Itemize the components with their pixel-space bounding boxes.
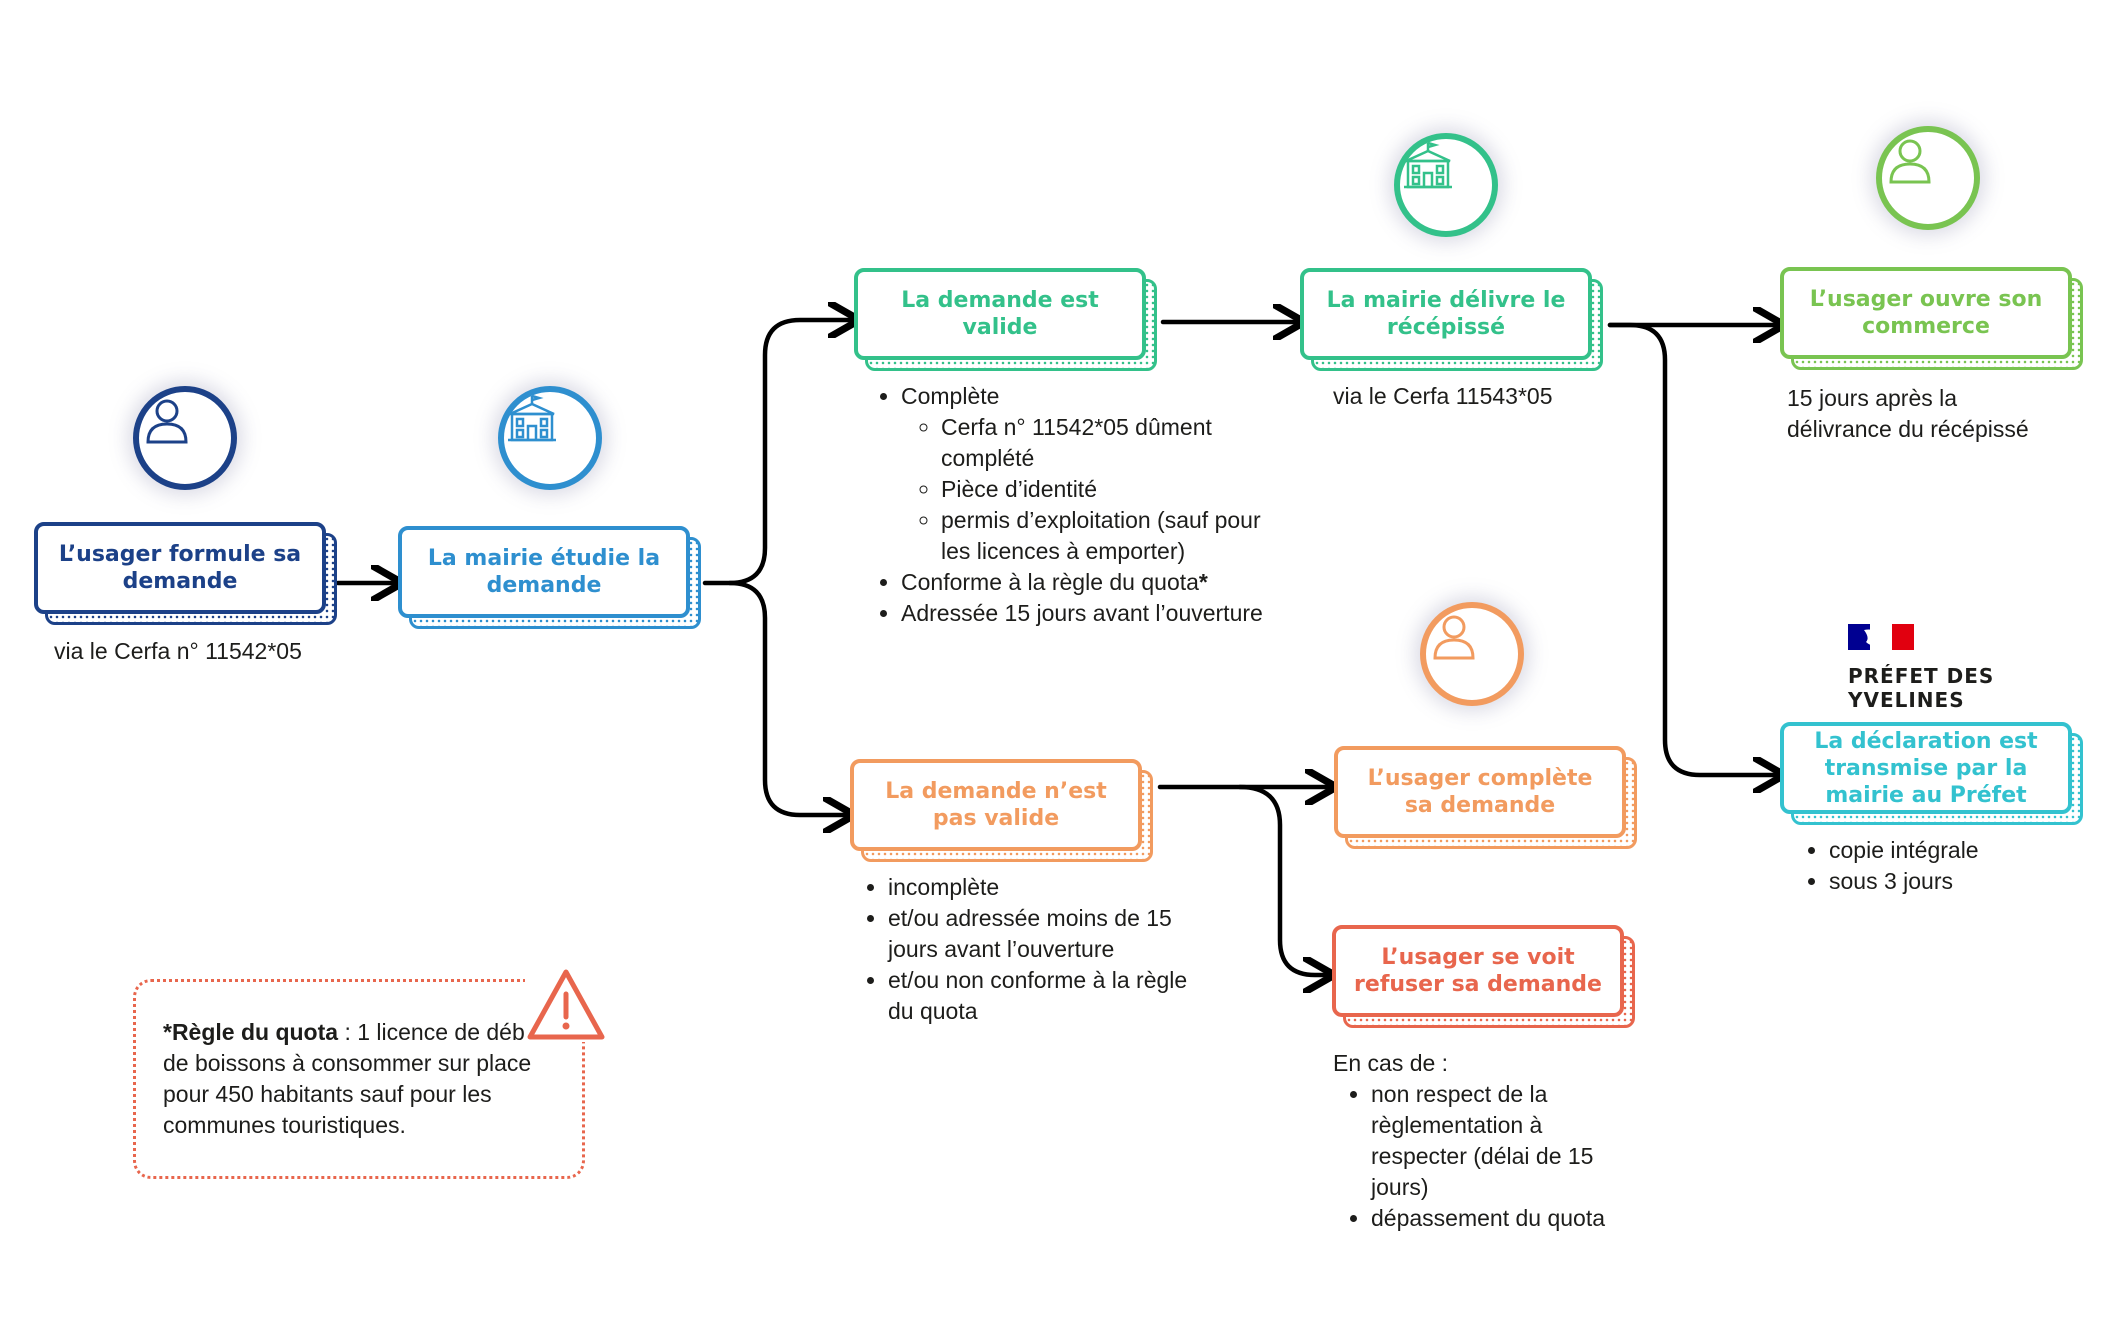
step-label: L’usager se voit refuser sa demande <box>1332 925 1624 1017</box>
step-demande-non-valide: La demande n’est pas valide <box>850 759 1153 862</box>
list-item: et/ou adressée moins de 15 jours avant l… <box>888 903 1204 965</box>
transmission-details-list: copie intégrale sous 3 jours <box>1795 835 2055 897</box>
step-label: La demande est valide <box>854 268 1146 360</box>
refusal-reasons-list: non respect de la règlementation à respe… <box>1337 1079 1637 1234</box>
caption-cerfa-11543: via le Cerfa 11543*05 <box>1333 383 1553 409</box>
step-demande-valide: La demande est valide <box>854 268 1157 371</box>
list-item: Pièce d’identité <box>941 474 1287 505</box>
marianne-flag-icon <box>1848 624 1914 650</box>
list-item: et/ou non conforme à la règle du quota <box>888 965 1204 1027</box>
caption-cerfa-11542: via le Cerfa n° 11542*05 <box>54 638 302 664</box>
step-label: La déclaration est transmise par la mair… <box>1780 722 2072 814</box>
list-item: permis d’exploitation (sauf pour les lic… <box>941 505 1287 567</box>
arrow-invalide-to-refus <box>1237 784 1330 975</box>
list-item: Conforme à la règle du quota* <box>901 567 1287 598</box>
step-label: La mairie délivre le récépissé <box>1300 268 1592 360</box>
invalid-reasons-list: incomplète et/ou adressée moins de 15 jo… <box>854 872 1204 1027</box>
step-usager-ouvre-commerce: L’usager ouvre son commerce <box>1780 267 2083 370</box>
caption-en-cas-de: En cas de : <box>1333 1050 1449 1076</box>
list-item: incomplète <box>888 872 1204 903</box>
list-item: copie intégrale <box>1829 835 2055 866</box>
caption-15-jours-apres: 15 jours après la délivrance du récépiss… <box>1787 385 2029 442</box>
warning-icon <box>525 967 607 1042</box>
list-item: Complète Cerfa n° 11542*05 dûment complé… <box>901 381 1287 567</box>
list-item: Cerfa n° 11542*05 dûment complété <box>941 412 1287 474</box>
list-item: sous 3 jours <box>1829 866 2055 897</box>
step-mairie-delivre-recepisse: La mairie délivre le récépissé <box>1300 268 1603 371</box>
arrow-recepisse-to-transmise <box>1607 322 1780 775</box>
town-hall-icon <box>498 386 602 490</box>
step-label: La demande n’est pas valide <box>850 759 1142 851</box>
quota-rule-note <box>133 979 585 1179</box>
list-item: dépassement du quota <box>1371 1203 1637 1234</box>
prefet-label: PRÉFET DES YVELINES <box>1848 664 1995 712</box>
step-mairie-etudie: La mairie étudie la demande <box>398 526 701 629</box>
step-label: La mairie étudie la demande <box>398 526 690 618</box>
arrow-etudie-to-invalide <box>727 580 850 815</box>
step-declaration-transmise-prefet: La déclaration est transmise par la mair… <box>1780 722 2083 825</box>
list-item: non respect de la règlementation à respe… <box>1371 1079 1637 1203</box>
user-icon <box>1420 602 1524 706</box>
step-label: L’usager formule sa demande <box>34 522 326 614</box>
step-usager-refus-demande: L’usager se voit refuser sa demande <box>1332 925 1635 1028</box>
prefet-yvelines-logo: PRÉFET DES YVELINES <box>1848 624 2038 712</box>
step-usager-formule: L’usager formule sa demande <box>34 522 337 625</box>
step-usager-complete-demande: L’usager complète sa demande <box>1334 746 1637 849</box>
user-icon <box>1876 126 1980 230</box>
step-label: L’usager ouvre son commerce <box>1780 267 2072 359</box>
town-hall-icon <box>1394 133 1498 237</box>
step-label: L’usager complète sa demande <box>1334 746 1626 838</box>
list-item: Adressée 15 jours avant l’ouverture <box>901 598 1287 629</box>
arrow-etudie-to-valide <box>702 320 855 586</box>
valid-conditions-list: Complète Cerfa n° 11542*05 dûment complé… <box>867 381 1287 629</box>
quota-rule-text: *Règle du quota : 1 licence de débit de … <box>163 1019 537 1138</box>
user-icon <box>133 386 237 490</box>
